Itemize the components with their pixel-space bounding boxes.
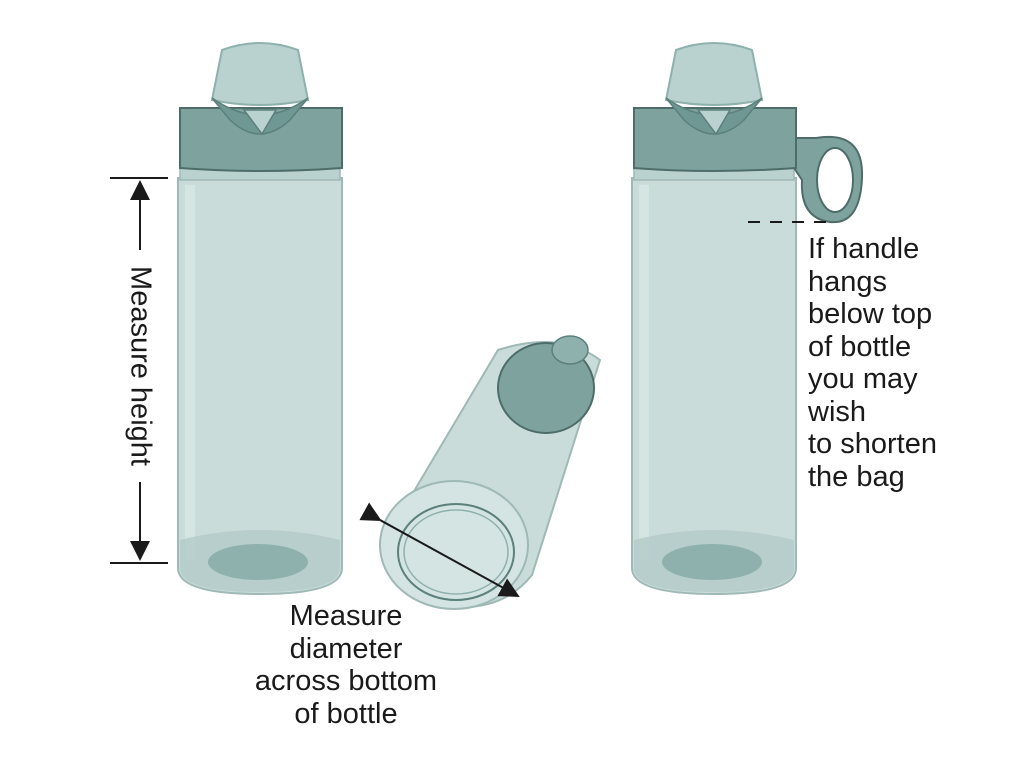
tilted-bottle-cap <box>497 342 595 434</box>
diameter-arrow <box>359 502 520 597</box>
right-bottle <box>631 42 864 596</box>
handle-note-line: to shorten <box>808 428 937 460</box>
right-bottle-cap <box>633 107 797 172</box>
handle-note-line: If handle <box>808 233 920 265</box>
height-dimension <box>110 177 168 564</box>
handle-note-line: the bag <box>808 460 905 493</box>
handle-note-line: wish <box>808 395 867 428</box>
diameter-label-line: Measure <box>289 600 403 632</box>
diameter-label-line: across bottom <box>254 665 438 697</box>
handle-hole <box>816 147 854 213</box>
right-bottle-spout <box>664 42 764 106</box>
right-bottle-base-shadow <box>662 544 762 580</box>
right-bottle-body <box>631 177 797 596</box>
diameter-label: Measure diameter across bottom of bottle <box>230 600 462 730</box>
handle-note-line: of bottle <box>808 330 912 363</box>
left-bottle-base-shadow <box>208 544 308 580</box>
handle-note-line: below top <box>808 298 933 330</box>
left-bottle-spout <box>210 42 310 106</box>
diameter-label-line: diameter <box>289 632 403 665</box>
diameter-label-line: of bottle <box>294 697 398 730</box>
left-bottle-body <box>177 177 343 596</box>
handle-note: If handle hangs below top of bottle you … <box>808 233 1018 493</box>
tilted-bottle <box>359 335 602 610</box>
left-bottle <box>177 42 343 596</box>
left-bottle-cap <box>179 107 343 172</box>
handle-note-line: you may <box>808 363 918 395</box>
height-label-text: Measure height <box>124 266 157 466</box>
handle-note-line: hangs <box>808 265 888 298</box>
